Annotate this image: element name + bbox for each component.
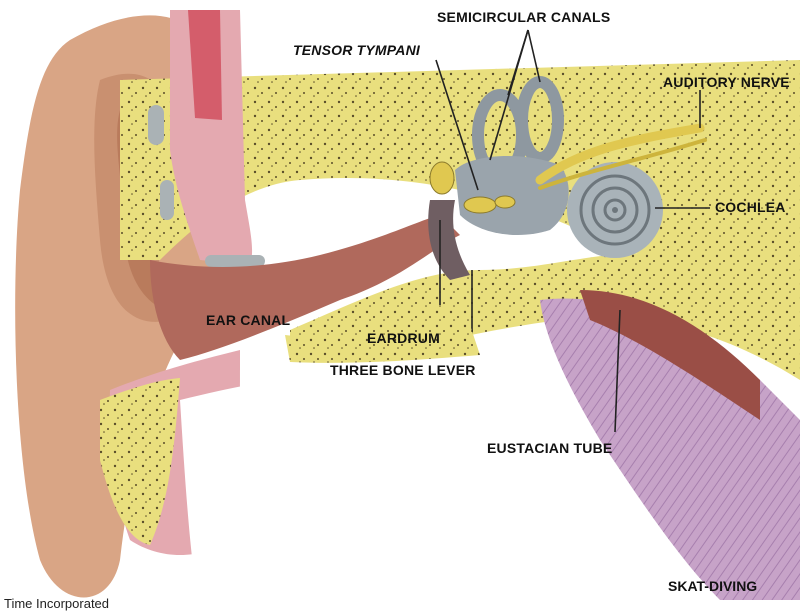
label-tensor-tympani: TENSOR TYMPANI	[293, 42, 420, 58]
label-eardrum: EARDRUM	[367, 330, 440, 346]
bone-mid-lower	[285, 325, 480, 363]
credit-text: Time Incorporated	[4, 596, 110, 611]
gray-lobe-3	[205, 255, 265, 267]
ear-canal-shape	[150, 215, 460, 360]
label-cochlea: COCHLEA	[715, 199, 786, 215]
eustachian-lumen	[580, 290, 760, 420]
cochlea-shape	[567, 162, 663, 258]
gray-lobe-1	[148, 105, 164, 145]
auditory-nerve-shape	[535, 123, 705, 185]
label-three-bone-lever: THREE BONE LEVER	[330, 362, 476, 378]
ossicles	[429, 161, 516, 214]
label-semicircular-canals: SEMICIRCULAR CANALS	[437, 9, 611, 25]
watermark-text: SKAT-DIVING	[668, 578, 758, 594]
label-ear-canal: EAR CANAL	[206, 312, 291, 328]
tissue-upper	[170, 10, 253, 265]
label-auditory-nerve: AUDITORY NERVE	[663, 74, 790, 90]
label-eustacian-tube: EUSTACIAN TUBE	[487, 440, 613, 456]
muscle-strip	[188, 10, 222, 120]
gray-lobe-2	[160, 180, 174, 220]
bone-lower-left	[100, 378, 180, 545]
eardrum-shape	[428, 200, 470, 280]
